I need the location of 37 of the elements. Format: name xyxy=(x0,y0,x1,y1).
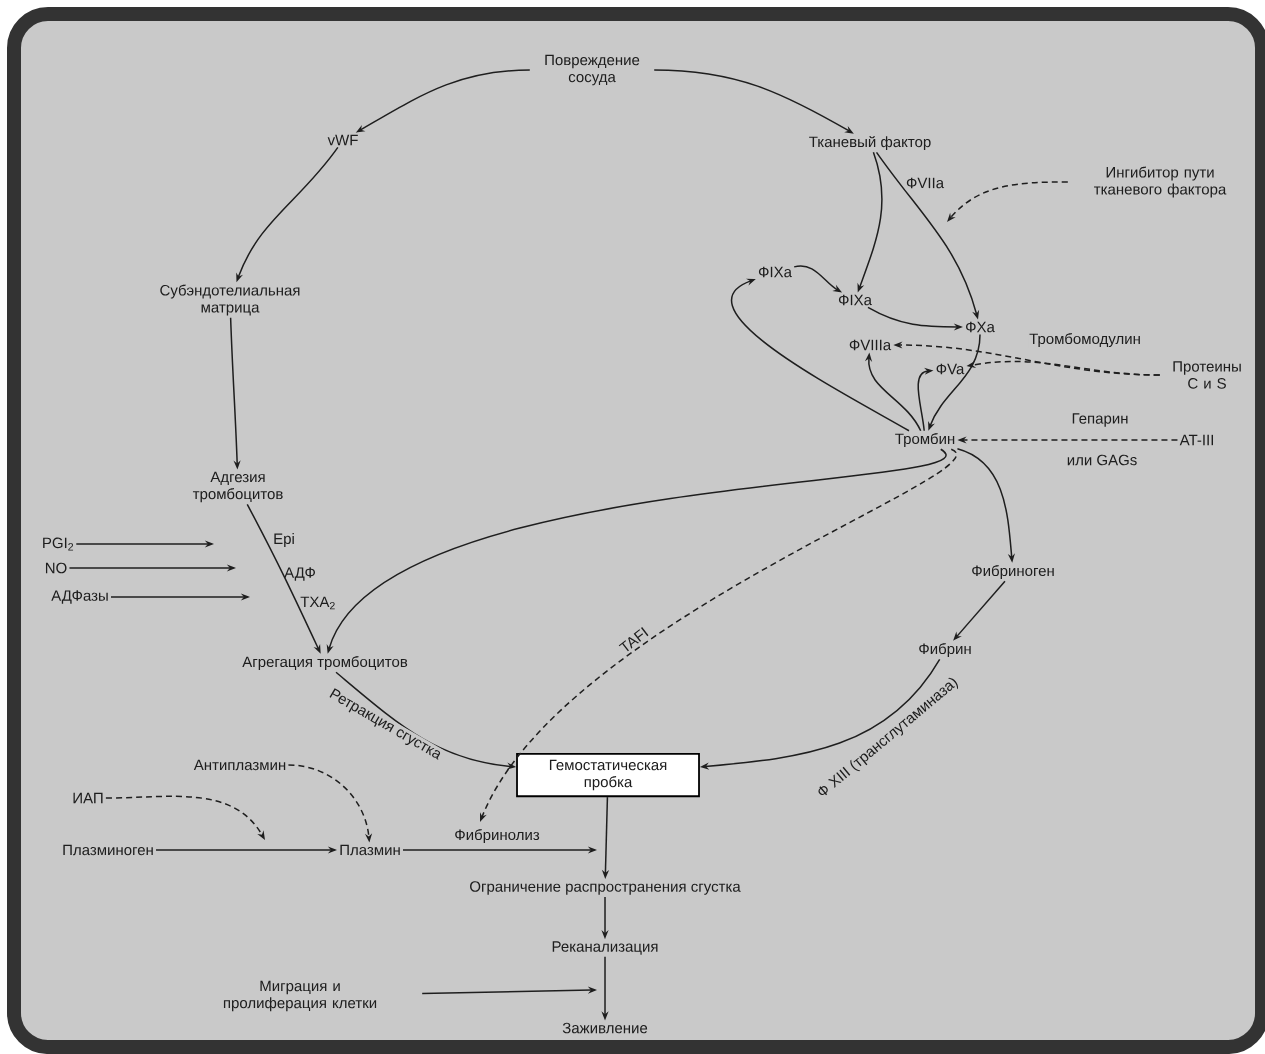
term-label: TXA$_{2}$ xyxy=(300,596,335,610)
term-label: или GAGs xyxy=(1067,454,1137,466)
term-label: ФVIIIa xyxy=(849,339,892,351)
term-label: ФXa xyxy=(966,321,995,333)
edge-label: Гепарин xyxy=(1070,412,1130,428)
term-label: Фибрин xyxy=(919,642,971,658)
term-label: Ограничение распространения сгустка xyxy=(470,881,741,895)
arrow xyxy=(730,278,910,432)
term-label: Плазминоген xyxy=(63,844,153,856)
term-label: Заживление xyxy=(562,1022,648,1034)
term-label: Агрегация тромбоцитов xyxy=(242,655,408,671)
term-label: ФVa xyxy=(936,363,965,375)
term-label: ФIXa xyxy=(758,266,792,278)
term-label: Epi xyxy=(274,533,294,547)
term-label: ИАП xyxy=(73,792,103,804)
term-label: Тромбин xyxy=(895,432,955,448)
term-label: Повреждение сосуда xyxy=(545,54,640,86)
term-label: Реканализация xyxy=(552,941,658,955)
term-label: Фибриноген xyxy=(972,564,1054,580)
term-label: Адгезия тромбоцитов xyxy=(192,471,283,503)
term-label: Субэндотелиальная матрица xyxy=(160,284,300,316)
term-label: Плазмин xyxy=(340,844,400,856)
term-label: АДФазы xyxy=(51,590,108,604)
term-label: Ингибитор пути тканевого фактора xyxy=(1094,166,1227,198)
edge-label: TAFI xyxy=(617,624,651,656)
term-label: Протеины C и S xyxy=(1173,361,1241,389)
term-label: AT-III xyxy=(1179,434,1213,446)
arrow xyxy=(947,181,1069,222)
term-label: PGI$_{2}$ xyxy=(43,537,74,551)
process-box: Гемостатическая пробка xyxy=(516,752,700,798)
term-label: ФIXa xyxy=(838,294,872,306)
term-label: vWF xyxy=(327,134,358,146)
term-label: Тканевый фактор xyxy=(809,135,931,151)
term-label: NO xyxy=(45,562,67,574)
term-label: АДФ xyxy=(284,567,315,581)
term-label: Антиплазмин xyxy=(193,759,286,771)
term-label: Миграция и пролиферация клетки xyxy=(223,980,377,1012)
